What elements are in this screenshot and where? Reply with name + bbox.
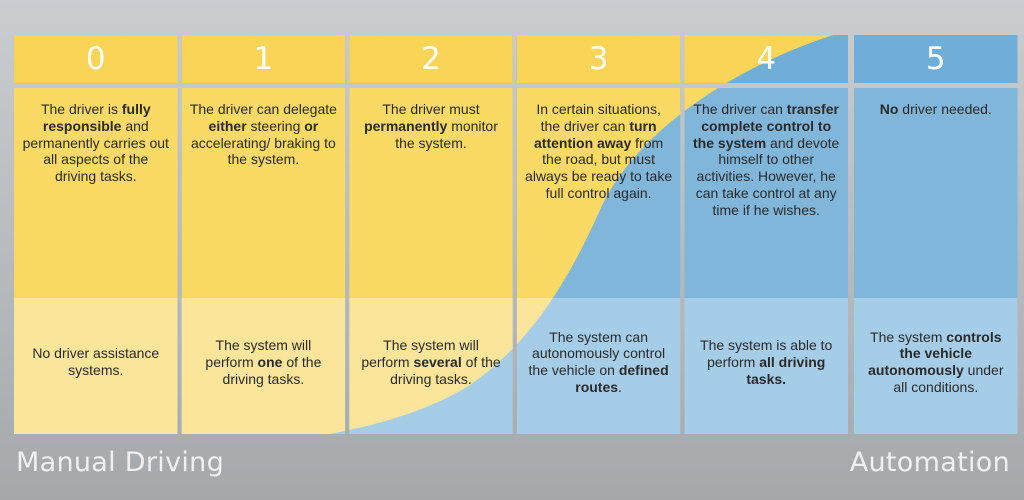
text-run: of the driving tasks. [390, 353, 501, 387]
level-description: The driver must permanently monitor the … [349, 101, 513, 151]
level-column-3: 3 In certain situations, the driver can t… [0, 0, 672, 395]
text-run: . [618, 378, 622, 395]
system-description: The system will perform one of the drivi… [182, 337, 346, 387]
text-run: The system will perform [205, 337, 312, 370]
level-number: 5 [925, 41, 946, 77]
text-run: In certain situations, the driver can [536, 101, 661, 134]
level-description: In certain situations, the driver can tu… [517, 101, 681, 202]
bold-text: either [208, 117, 247, 134]
level-number: 2 [421, 41, 441, 77]
system-description: The system can autonomously control the … [517, 329, 681, 396]
bold-text: defined routes [575, 362, 669, 395]
system-description: The system will perform several of the d… [349, 337, 513, 387]
system-description: The system is able to perform all drivin… [684, 337, 848, 387]
level-description: The driver is fully responsible and perm… [14, 101, 178, 185]
bold-text: all driving tasks. [746, 353, 826, 387]
text-run: The system will perform [361, 337, 479, 370]
bold-text: No [879, 101, 899, 117]
text-run: steering [246, 117, 305, 134]
text-run: The driver can [693, 101, 787, 117]
bold-text: several [413, 353, 462, 370]
system-description: No driver assistance systems. [14, 345, 178, 379]
system-description: The system controls the vehicle autonomo… [854, 329, 1018, 396]
level-description: No driver needed. [854, 101, 1018, 118]
bold-text: one [257, 353, 283, 370]
text-run: under all conditions. [893, 362, 1004, 395]
text-run: from the road, but must always be ready … [525, 134, 673, 201]
text-run: The driver can delegate [189, 101, 337, 117]
text-run: accelerating/ braking to the system. [191, 134, 336, 168]
bold-text: controls the vehicle autonomously [868, 328, 1002, 379]
text-run: of the driving tasks. [222, 353, 322, 387]
bold-text: permanently [364, 117, 448, 134]
level-number: 4 [756, 41, 777, 77]
manual-driving-label: Manual Driving [16, 447, 225, 478]
text-run: The driver is [40, 101, 122, 117]
text-run: driver needed. [898, 101, 992, 117]
level-description: The driver can transfer complete control… [684, 101, 848, 219]
text-run: and devote himself to other activities. … [695, 134, 840, 218]
level-description: The driver can delegate either steering … [182, 101, 346, 168]
text-run: No driver assistance systems. [32, 345, 160, 378]
bold-text: turn attention away [534, 117, 657, 151]
level-number: 1 [253, 41, 274, 77]
text-run: The system is able to perform [700, 337, 833, 370]
bold-text: transfer complete control to the system [693, 101, 839, 151]
text-run: The system [870, 328, 947, 345]
text-run: The system can autonomously control the … [528, 328, 666, 379]
automation-label: Automation [849, 447, 1010, 478]
text-run: and permanently carries out all aspects … [22, 117, 169, 185]
text-run: monitor the system. [395, 117, 498, 151]
text-run: The driver must [382, 101, 480, 117]
level-number: 0 [85, 41, 106, 77]
bold-text: fully responsible [42, 101, 151, 134]
level-number: 3 [588, 41, 609, 77]
bold-text: or [304, 117, 319, 134]
